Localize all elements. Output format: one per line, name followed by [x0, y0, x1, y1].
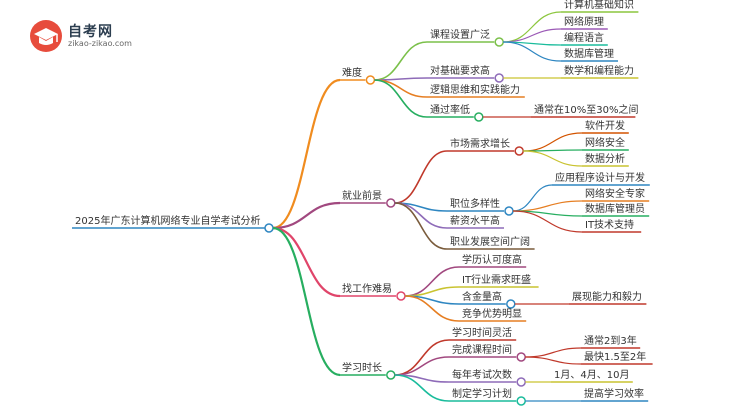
leaf-1-1-3[interactable]: IT技术支持: [585, 218, 634, 231]
leaf-1-1-0[interactable]: 应用程序设计与开发: [555, 171, 645, 184]
branch-2[interactable]: 找工作难易: [342, 282, 392, 295]
child-connector-2-3: [404, 295, 460, 322]
child-node-3-2[interactable]: [516, 377, 526, 387]
child-node-0-3[interactable]: [474, 112, 484, 122]
child-connector-0-3: [374, 79, 428, 118]
logo-subtitle: zikao-zikao.com: [68, 39, 132, 48]
child-node-0-0[interactable]: [494, 37, 504, 47]
branch-node-2[interactable]: [396, 291, 406, 301]
leaf-1-0-2[interactable]: 数据分析: [585, 152, 625, 165]
leaf-1-1-2[interactable]: 数据库管理员: [585, 202, 645, 215]
branch-connector-3: [272, 226, 341, 377]
leaf-1-1-1[interactable]: 网络安全专家: [585, 187, 645, 200]
leaf-0-1-0[interactable]: 数学和编程能力: [564, 64, 634, 77]
leaf-0-0-3[interactable]: 数据库管理: [564, 47, 614, 60]
leaf-3-3-0[interactable]: 提高学习效率: [584, 387, 644, 400]
child-connector-3-1: [394, 356, 450, 376]
child-2-0[interactable]: 学历认可度高: [462, 253, 522, 266]
child-1-1[interactable]: 职位多样性: [450, 197, 500, 210]
child-0-0[interactable]: 课程设置广泛: [430, 29, 490, 41]
leaf-3-1-0[interactable]: 通常2到3年: [584, 334, 637, 347]
child-3-3[interactable]: 制定学习计划: [452, 387, 512, 400]
logo-title: 自考网: [68, 24, 113, 40]
branch-3[interactable]: 学习时长: [342, 361, 382, 374]
child-3-0[interactable]: 学习时间灵活: [452, 326, 512, 339]
leaf-connector-0-0-1: [503, 28, 562, 43]
leaf-1-0-0[interactable]: 软件开发: [585, 119, 625, 132]
leaf-connector-1-1-0: [512, 184, 553, 212]
child-0-2[interactable]: 逻辑思维和实践能力: [430, 83, 520, 96]
leaf-connector-1-1-1: [512, 200, 583, 212]
child-3-2[interactable]: 每年考试次数: [452, 368, 512, 381]
root-topic[interactable]: 2025年广东计算机网络专业自学考试分析: [75, 214, 260, 227]
leaf-2-2-0[interactable]: 展现能力和毅力: [572, 290, 642, 303]
child-connector-1-3: [394, 202, 448, 250]
child-node-3-1[interactable]: [516, 352, 526, 362]
leaf-3-2-0[interactable]: 1月、4月、10月: [554, 369, 629, 381]
leaf-3-1-1[interactable]: 最快1.5至2年: [584, 350, 646, 363]
child-connector-0-0: [374, 41, 428, 81]
child-2-3[interactable]: 竞争优势明显: [462, 307, 522, 320]
leaf-0-0-0[interactable]: 计算机基础知识: [564, 0, 634, 11]
leaf-0-0-2[interactable]: 编程语言: [564, 31, 604, 44]
branch-node-0[interactable]: [365, 75, 376, 85]
branch-node-3[interactable]: [386, 370, 396, 380]
child-3-1[interactable]: 完成课程时间: [452, 343, 512, 356]
child-node-3-3[interactable]: [516, 396, 526, 406]
child-2-1[interactable]: IT行业需求旺盛: [462, 273, 531, 286]
child-2-2[interactable]: 含金量高: [462, 290, 502, 303]
branch-0[interactable]: 难度: [342, 66, 362, 79]
leaf-connector-0-0-0: [503, 11, 562, 43]
graduation-cap-icon: [30, 20, 62, 52]
child-connector-3-3: [394, 374, 450, 402]
child-node-2-2[interactable]: [506, 299, 516, 309]
leaf-connector-1-0-0: [523, 132, 583, 152]
branch-1[interactable]: 就业前景: [342, 189, 382, 202]
child-node-0-1[interactable]: [494, 73, 504, 83]
leaf-1-0-1[interactable]: 网络安全: [585, 136, 625, 149]
child-connector-1-0: [394, 150, 448, 204]
leaf-connector-0-0-3: [503, 41, 562, 62]
branch-connector-0: [272, 78, 341, 230]
logo: 自考网 zikao-zikao.com: [28, 16, 168, 56]
root-node[interactable]: [264, 223, 274, 233]
leaf-0-0-1[interactable]: 网络原理: [564, 15, 604, 28]
child-node-1-0[interactable]: [514, 146, 524, 156]
child-0-3[interactable]: 通过率低: [430, 103, 470, 116]
leaf-connector-3-1-1: [525, 356, 582, 365]
branch-node-1[interactable]: [386, 198, 396, 208]
leaf-connector-1-0-2: [523, 150, 583, 167]
child-1-2[interactable]: 薪资水平高: [450, 214, 500, 227]
branch-connector-1: [272, 201, 341, 230]
child-0-1[interactable]: 对基础要求高: [430, 64, 490, 77]
child-1-3[interactable]: 职业发展空间广阔: [450, 235, 530, 248]
leaf-0-3-0[interactable]: 通常在10%至30%之间: [534, 103, 638, 116]
leaf-connector-3-1-0: [525, 347, 582, 358]
child-1-0[interactable]: 市场需求增长: [450, 137, 510, 150]
leaf-connector-1-1-3: [512, 210, 583, 233]
branch-connector-2: [272, 226, 341, 298]
child-node-1-1[interactable]: [504, 206, 514, 216]
child-connector-0-2: [374, 79, 428, 98]
